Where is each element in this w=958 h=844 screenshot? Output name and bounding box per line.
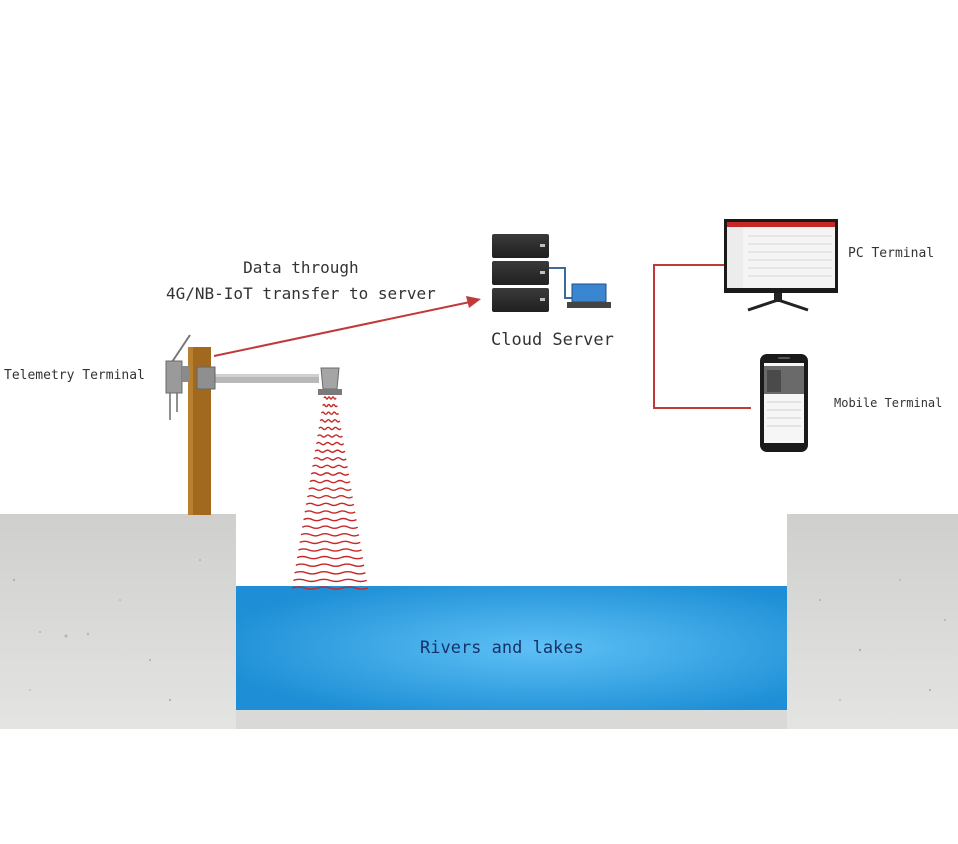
radar-wave	[315, 441, 345, 446]
radar-wave	[313, 457, 347, 461]
ground-bottom	[236, 710, 787, 729]
radar-wave	[320, 411, 340, 415]
monitor-icon	[724, 219, 838, 312]
radar-wave	[319, 419, 341, 423]
radar-wave	[322, 403, 338, 408]
radar-wave	[300, 533, 360, 537]
mobile-terminal-label: Mobile Terminal	[834, 396, 943, 410]
radar-wave	[303, 517, 357, 522]
radar-wave	[295, 563, 365, 567]
radar-wave-beam	[291, 396, 369, 590]
radar-wave	[308, 487, 352, 491]
transfer-label-line1: Data through	[243, 258, 359, 277]
radar-wave	[298, 548, 362, 552]
radar-wave	[314, 449, 346, 453]
radar-wave	[304, 510, 356, 514]
radar-wave	[296, 555, 364, 560]
water-body-label: Rivers and lakes	[420, 638, 584, 658]
telemetry-terminal-label: Telemetry Terminal	[4, 368, 145, 383]
radar-wave	[291, 586, 369, 590]
ground-left	[0, 514, 236, 729]
data-transfer-arrow	[213, 296, 481, 357]
ground-speckles	[12, 559, 946, 702]
radar-wave	[294, 571, 366, 575]
transfer-label: Data through 4G/NB-IoT transfer to serve…	[166, 255, 436, 307]
radar-wave	[293, 578, 367, 583]
radar-wave	[310, 472, 350, 476]
radar-wave	[312, 464, 348, 469]
cloud-server-label: Cloud Server	[491, 330, 614, 350]
radar-wave	[323, 396, 337, 400]
radar-wave	[317, 434, 343, 438]
server-icon	[492, 234, 611, 312]
radar-wave	[301, 525, 359, 529]
sensor-icon	[165, 334, 342, 420]
phone-icon	[760, 354, 808, 452]
pc-terminal-label: PC Terminal	[848, 246, 935, 261]
terminal-connector-line	[653, 264, 751, 409]
ground-right	[787, 514, 958, 729]
radar-wave	[299, 540, 361, 545]
radar-wave	[318, 426, 342, 431]
radar-wave	[305, 502, 355, 507]
water-body	[236, 586, 787, 710]
radar-wave	[309, 479, 351, 484]
ground	[0, 514, 958, 729]
radar-wave	[307, 495, 353, 499]
transfer-label-line2: 4G/NB-IoT transfer to server	[166, 284, 436, 303]
